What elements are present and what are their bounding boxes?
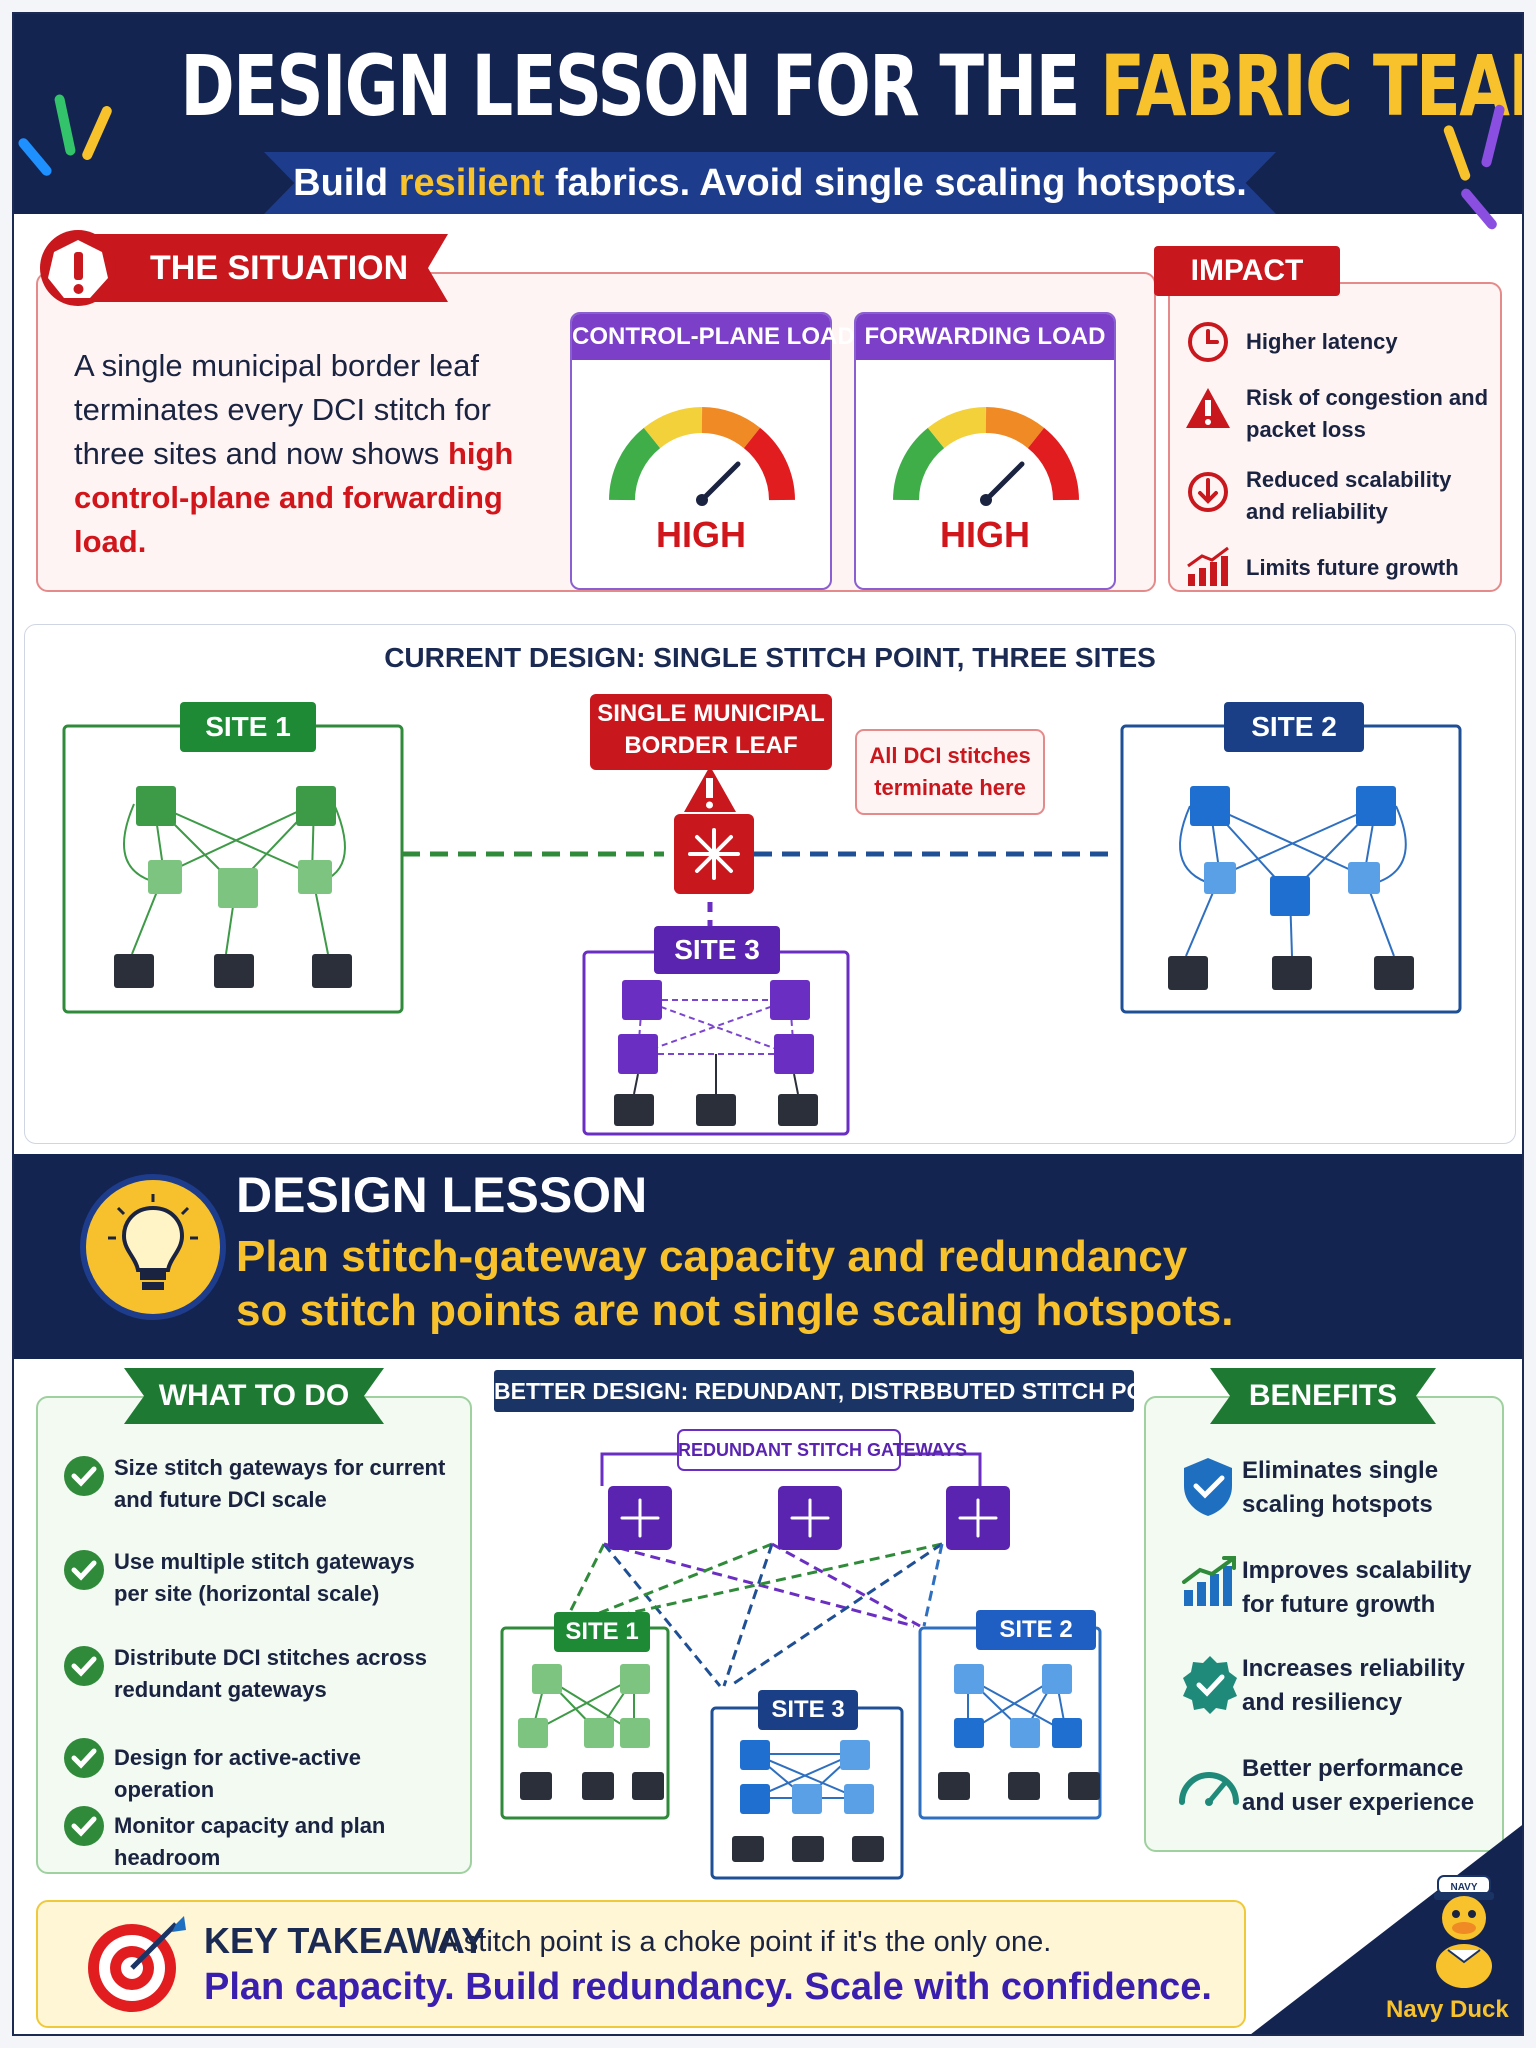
confetti-decoration-icon [1443, 104, 1505, 230]
what-to-do-tag: WHAT TO DO [158, 1379, 350, 1412]
design-lesson-title: DESIGN LESSON [236, 1167, 648, 1223]
design-lesson-band [14, 1154, 1522, 1359]
impact-item: Risk of congestion and packet loss [1246, 385, 1489, 442]
gauge-dial-icon [893, 407, 1079, 506]
situation-tag-label: THE SITUATION [150, 249, 409, 287]
down-arrow-icon [1188, 472, 1228, 512]
check-icon [64, 1646, 104, 1686]
what-to-do-panel [36, 1396, 472, 1874]
confetti-decoration-icon [18, 94, 112, 176]
badge-check-icon [1183, 1656, 1237, 1714]
page-title: DESIGN LESSON FOR THE FABRIC TEAM [180, 37, 1522, 135]
current-design-caption: CURRENT DESIGN: SINGLE STITCH POINT, THR… [384, 642, 1156, 673]
todo-item: Size stitch gateways for current and fut… [114, 1455, 446, 1512]
page-subtitle: Build resilient fabrics. Avoid single sc… [293, 162, 1247, 204]
todo-item: Use multiple stitch gateways per site (h… [114, 1549, 415, 1606]
benefit-item: Improves scalability for future growth [1242, 1557, 1472, 1618]
site2-label: SITE 2 [1251, 711, 1337, 742]
todo-item: Design for active-active operation [114, 1745, 361, 1802]
infographic-page: DESIGN LESSON FOR THE FABRIC TEAM Build … [12, 12, 1524, 2036]
benefit-item: Eliminates single scaling hotspots [1242, 1457, 1439, 1518]
server-icon [114, 954, 352, 988]
gauge-title: CONTROL-PLANE LOAD [572, 314, 855, 360]
benefits-tag: BENEFITS [1248, 1379, 1398, 1412]
gauge-dial-icon [609, 407, 795, 506]
todo-item: Distribute DCI stitches across redundant… [114, 1645, 427, 1702]
gateways-label: REDUNDANT STITCH GATEWAYS [678, 1440, 968, 1460]
site3-label: SITE 3 [674, 934, 760, 965]
gauge-value: HIGH [940, 514, 1030, 555]
subtitle-ribbon [264, 152, 1276, 214]
control-plane-gauge: CONTROL-PLANE LOAD HIGH [570, 312, 855, 590]
key-takeaway-statement: Plan capacity. Build redundancy. Scale w… [204, 1966, 1212, 2008]
better-site2-label: SITE 2 [999, 1616, 1073, 1643]
target-icon [88, 1916, 186, 2012]
site1-label: SITE 1 [205, 711, 291, 742]
situation-tag [40, 230, 448, 306]
benefits-ribbon [1210, 1368, 1436, 1424]
duck-mascot-icon: NAVY [1434, 1875, 1494, 1988]
key-takeaway-subtitle: A stitch point is a choke point if it's … [438, 1926, 1052, 1958]
impact-item: Higher latency [1246, 329, 1398, 354]
better-design-caption: BETTER DESIGN: REDUNDANT, DISTRBBUTED ST… [494, 1370, 1197, 1412]
shield-check-icon [1184, 1458, 1232, 1516]
what-to-do-ribbon [124, 1368, 384, 1424]
better-design-diagram [500, 1429, 1102, 1880]
current-design-diagram [62, 694, 1462, 1136]
duck-cap-text: NAVY [1450, 1882, 1477, 1893]
gauge-value: HIGH [656, 514, 746, 555]
speedometer-icon [1179, 1772, 1239, 1806]
forwarding-gauge: FORWARDING LOAD HIGH [854, 312, 1116, 590]
warning-icon [1186, 388, 1230, 428]
impact-item: Limits future growth [1246, 555, 1459, 580]
check-icon [64, 1738, 104, 1778]
growth-chart-icon [1182, 1556, 1236, 1606]
situation-text: A single municipal border leaf terminate… [74, 348, 514, 559]
benefit-item: Better performance and user experience [1242, 1755, 1475, 1816]
check-icon [64, 1550, 104, 1590]
design-lesson-text: Plan stitch-gateway capacity and redunda… [236, 1232, 1234, 1335]
impact-tag: IMPACT [1154, 246, 1340, 296]
clock-icon [1188, 322, 1228, 362]
check-icon [64, 1456, 104, 1496]
better-site3-label: SITE 3 [771, 1696, 845, 1723]
impact-item: Reduced scalability and reliability [1246, 467, 1452, 524]
check-icon [64, 1806, 104, 1846]
chart-icon [1187, 546, 1229, 586]
gauge-title: FORWARDING LOAD [856, 314, 1114, 360]
key-takeaway-title: KEY TAKEAWAY [204, 1920, 486, 1961]
key-takeaway-panel [36, 1900, 1246, 2028]
spine-switch-icon [136, 786, 336, 826]
benefit-item: Increases reliability and resiliency [1242, 1655, 1465, 1716]
better-site1-label: SITE 1 [565, 1618, 639, 1645]
todo-item: Monitor capacity and plan headroom [114, 1813, 386, 1870]
brand-name: Navy Duck [1386, 1996, 1509, 2023]
lightbulb-icon [80, 1174, 226, 1320]
